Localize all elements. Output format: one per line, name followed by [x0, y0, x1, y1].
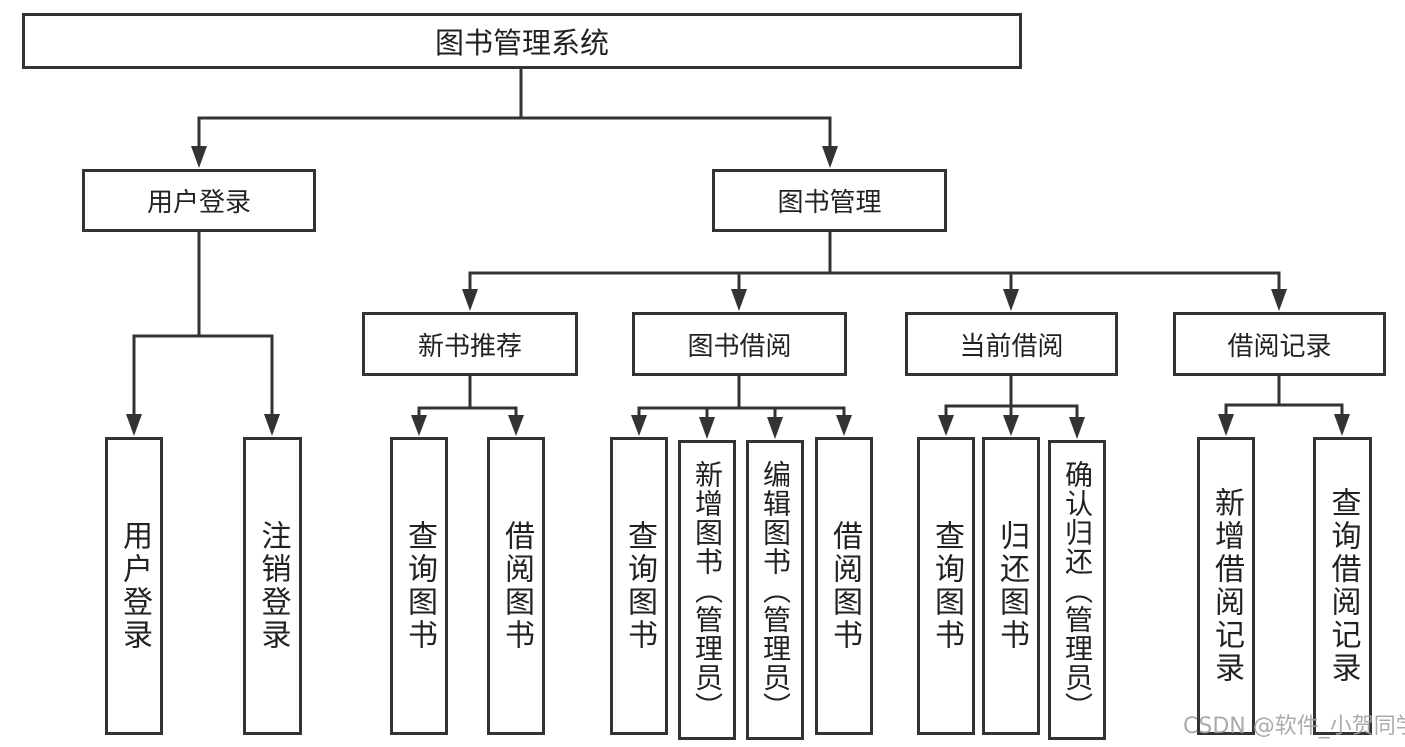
node-leaf-logout: 注销登录 — [243, 437, 302, 735]
node-book-mgmt-label: 图书管理 — [777, 188, 882, 218]
node-leaf-confirm-return-label: 确认归还（管理员） — [1061, 459, 1094, 721]
node-root: 图书管理系统 — [22, 13, 1022, 69]
node-leaf-query-book-3: 查询图书 — [917, 437, 975, 735]
connector-root-to-level2 — [191, 69, 838, 168]
node-leaf-borrow-book-1: 借阅图书 — [487, 437, 545, 735]
node-leaf-return-book: 归还图书 — [982, 437, 1040, 735]
node-leaf-add-book: 新增图书（管理员） — [678, 440, 736, 740]
node-leaf-add-record-label: 新增借阅记录 — [1209, 487, 1244, 685]
node-new-book-rec-label: 新书推荐 — [417, 331, 522, 362]
node-leaf-query-book-2: 查询图书 — [610, 437, 668, 735]
node-book-borrow: 图书借阅 — [632, 312, 847, 376]
node-leaf-add-book-label: 新增图书（管理员） — [691, 459, 724, 721]
connector-user-login-children — [126, 232, 280, 436]
node-leaf-edit-book-label: 编辑图书（管理员） — [759, 459, 792, 721]
node-book-borrow-label: 图书借阅 — [687, 331, 792, 362]
node-leaf-borrow-book-1-label: 借阅图书 — [499, 520, 534, 652]
node-leaf-query-record-label: 查询借阅记录 — [1325, 487, 1361, 685]
node-book-mgmt: 图书管理 — [712, 169, 947, 232]
node-user-login: 用户登录 — [82, 169, 316, 232]
node-current-borrow: 当前借阅 — [905, 312, 1118, 376]
node-leaf-query-book-3-label: 查询图书 — [929, 520, 964, 652]
node-leaf-borrow-book-2: 借阅图书 — [815, 437, 873, 735]
node-leaf-edit-book: 编辑图书（管理员） — [746, 440, 804, 740]
node-leaf-return-book-label: 归还图书 — [994, 520, 1029, 652]
csdn-watermark: CSDN @软件_小贺同学 — [1183, 714, 1405, 739]
node-leaf-query-book-1-label: 查询图书 — [402, 520, 437, 652]
node-leaf-add-record: 新增借阅记录 — [1197, 437, 1255, 735]
connector-book-borrow-children — [631, 376, 852, 439]
node-current-borrow-label: 当前借阅 — [959, 331, 1064, 362]
node-new-book-rec: 新书推荐 — [362, 312, 578, 376]
node-leaf-query-book-1: 查询图书 — [390, 437, 448, 735]
connector-borrow-record-children — [1218, 376, 1350, 436]
node-leaf-query-book-2-label: 查询图书 — [622, 520, 657, 652]
node-borrow-record: 借阅记录 — [1173, 312, 1386, 376]
node-root-label: 图书管理系统 — [434, 26, 609, 60]
node-leaf-user-login: 用户登录 — [105, 437, 163, 735]
node-leaf-logout-label: 注销登录 — [255, 520, 291, 652]
connector-current-borrow-children — [938, 376, 1085, 439]
connector-book-mgmt-children — [462, 232, 1287, 311]
node-user-login-label: 用户登录 — [146, 188, 251, 218]
node-leaf-query-record: 查询借阅记录 — [1313, 437, 1372, 735]
node-leaf-confirm-return: 确认归还（管理员） — [1048, 440, 1106, 740]
node-leaf-borrow-book-2-label: 借阅图书 — [827, 520, 862, 652]
node-leaf-user-login-label: 用户登录 — [117, 520, 152, 652]
node-borrow-record-label: 借阅记录 — [1227, 331, 1332, 362]
connector-new-book-children — [411, 376, 524, 436]
